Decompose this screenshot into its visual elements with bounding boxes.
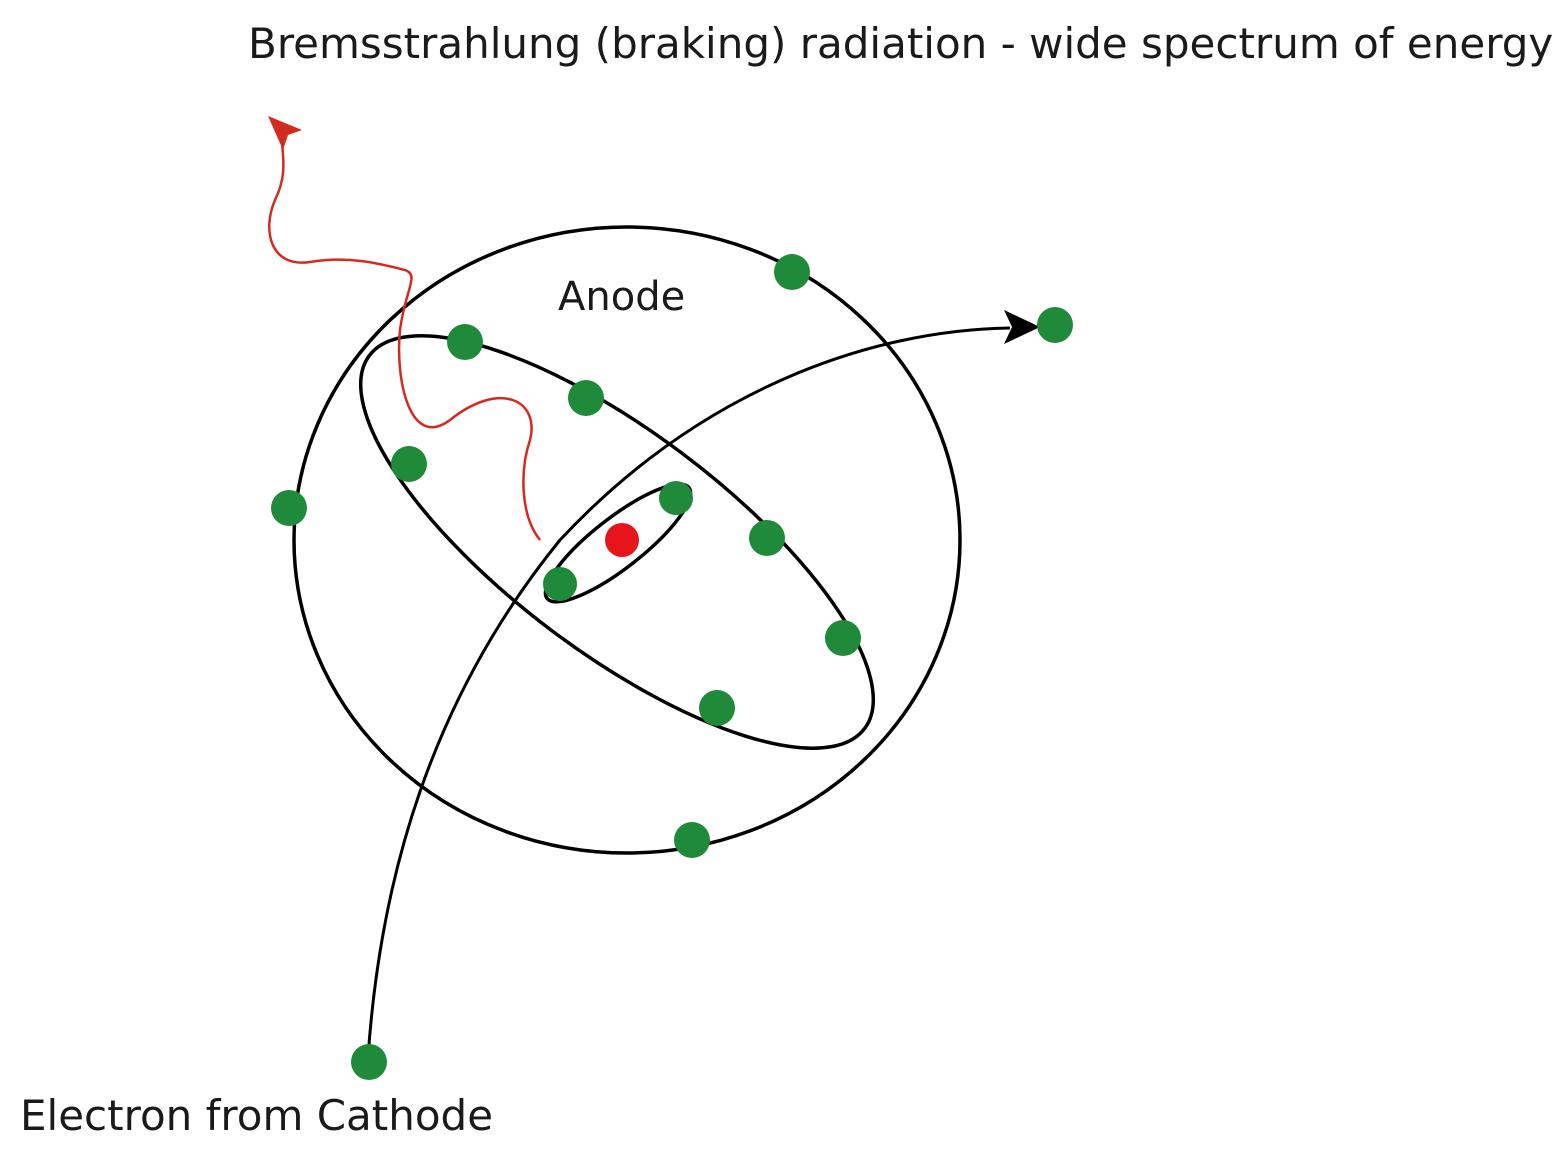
outer-orbit: [292, 225, 962, 855]
radiation-arrowhead: [268, 116, 302, 150]
electron: [271, 490, 307, 526]
electron-source-label: Electron from Cathode: [20, 1091, 493, 1140]
electron-trajectory: [366, 326, 1011, 1059]
electron: [674, 822, 710, 858]
electrons-group: [271, 254, 1073, 1080]
electron: [447, 324, 483, 360]
diagram-title: Bremsstrahlung (braking) radiation - wid…: [248, 19, 1552, 68]
electron: [749, 520, 785, 556]
anode-label: Anode: [558, 274, 685, 320]
electron: [699, 690, 735, 726]
incoming-electron: [351, 1044, 387, 1080]
deflected-electron: [1037, 307, 1073, 343]
electron: [825, 620, 861, 656]
electron: [543, 567, 577, 601]
electron: [391, 446, 427, 482]
electron: [659, 481, 693, 515]
middle-orbit: [358, 334, 876, 750]
electron: [774, 254, 810, 290]
electron: [568, 380, 604, 416]
nucleus: [605, 523, 639, 557]
radiation-wave: [268, 127, 541, 541]
trajectory-arrowhead: [1004, 310, 1040, 344]
